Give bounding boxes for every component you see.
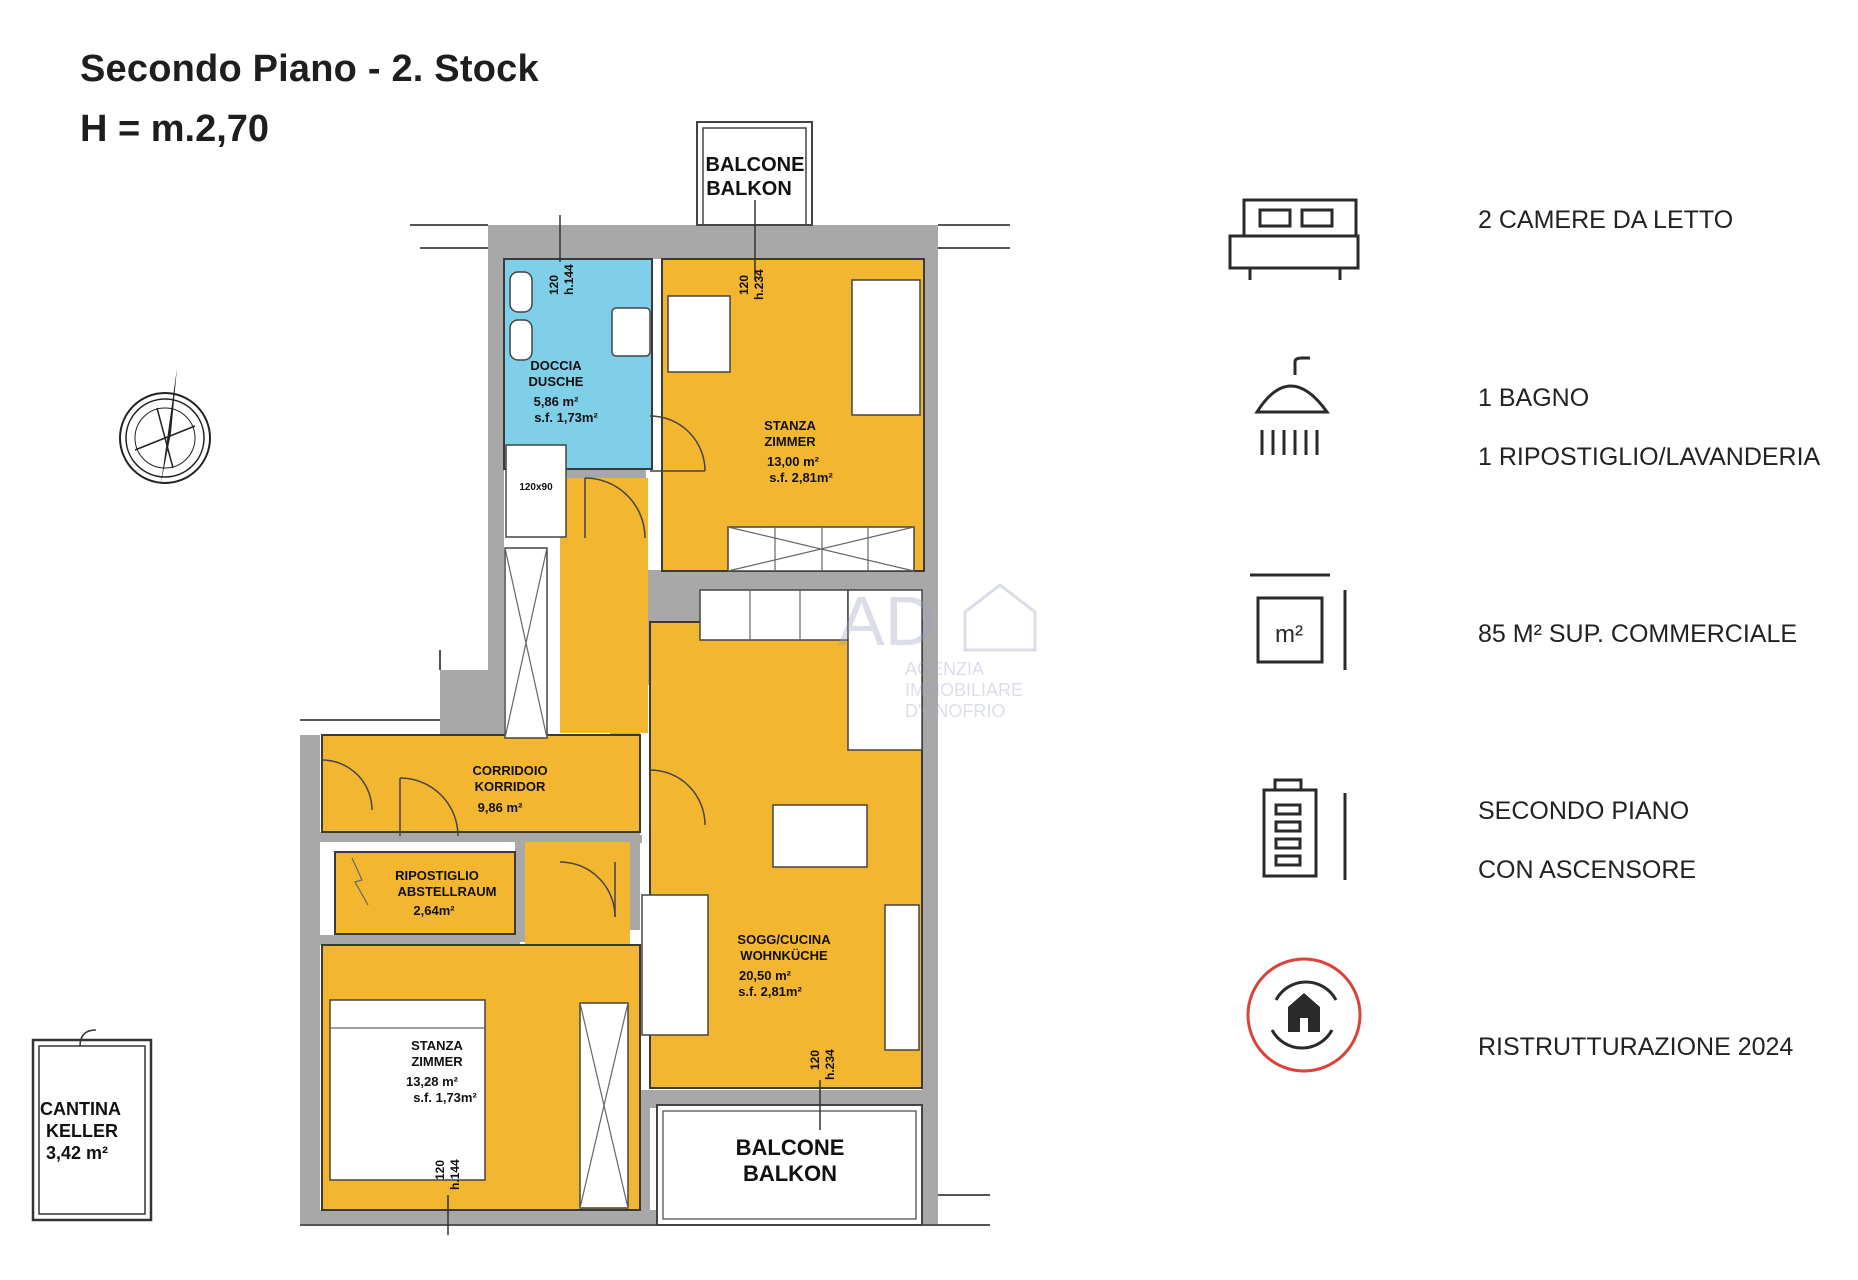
bath-window-width: 120 xyxy=(547,275,561,295)
room1-label-2: ZIMMER xyxy=(764,434,816,449)
bath-sf: s.f. 1,73m² xyxy=(534,410,598,425)
storage-area: 2,64m² xyxy=(413,903,455,918)
cellar-label-1: CANTINA xyxy=(40,1099,121,1119)
living-window-width: 120 xyxy=(808,1050,822,1070)
lift-text: CON ASCENSORE xyxy=(1478,856,1697,884)
watermark-logo: AD AGENZIA IMMOBILIARE D'ONOFRIO xyxy=(838,582,1037,721)
walls xyxy=(300,225,938,1226)
watermark-letters: AD xyxy=(838,582,935,660)
room2-sf: s.f. 1,73m² xyxy=(413,1090,477,1105)
balcony-top-label-2: BALKON xyxy=(706,178,792,200)
sofa xyxy=(641,894,709,1036)
bidet xyxy=(509,319,533,361)
compass-icon xyxy=(119,368,211,484)
watermark-line-1: AGENZIA xyxy=(905,659,984,679)
elevator-icon xyxy=(1262,778,1347,880)
corridor-area xyxy=(560,478,648,733)
bedrooms-text: 2 CAMERE DA LETTO xyxy=(1478,206,1734,234)
room1-sf: s.f. 2,81m² xyxy=(769,470,833,485)
living-area: 20,50 m² xyxy=(739,968,792,983)
balcony-top: BALCONE BALKON xyxy=(696,121,813,280)
shower-tray xyxy=(505,444,567,538)
bath-label-1: DOCCIA xyxy=(530,358,582,373)
bath-text: 1 BAGNO xyxy=(1478,384,1590,412)
bath-area: 5,86 m² xyxy=(534,394,579,409)
area-icon: m² xyxy=(1250,573,1347,670)
balcony-top-label-1: BALCONE xyxy=(706,154,805,176)
shower-size: 120x90 xyxy=(519,482,553,493)
watermark-line-3: D'ONOFRIO xyxy=(905,701,1005,721)
double-bed xyxy=(329,999,486,1181)
bed-icon xyxy=(1228,198,1360,280)
room1-window-width: 120 xyxy=(737,275,751,295)
cellar-area: 3,42 m² xyxy=(46,1143,108,1163)
dining-table xyxy=(772,804,868,868)
living-sf: s.f. 2,81m² xyxy=(738,984,802,999)
room1-area: 13,00 m² xyxy=(767,454,820,469)
balcony-bottom: BALCONE BALKON xyxy=(656,1104,923,1226)
storage-label-2: ABSTELLRAUM xyxy=(398,884,497,899)
floor-text: SECONDO PIANO xyxy=(1478,797,1690,825)
cellar-label-2: KELLER xyxy=(46,1121,118,1141)
room1-label-1: STANZA xyxy=(764,418,816,433)
storage-text: 1 RIPOSTIGLIO/LAVANDERIA xyxy=(1478,443,1821,471)
corridor-label-2: KORRIDOR xyxy=(475,779,546,794)
storage-label-1: RIPOSTIGLIO xyxy=(395,868,479,883)
corridor-area: 9,86 m² xyxy=(478,800,523,815)
door-swings xyxy=(321,415,706,918)
bath-label-2: DUSCHE xyxy=(529,374,584,389)
area-text: 85 M² SUP. COMMERCIALE xyxy=(1478,620,1798,648)
floor-title: Secondo Piano - 2. Stock xyxy=(80,48,539,90)
living-label-1: SOGG/CUCINA xyxy=(737,932,831,947)
watermark-line-2: IMMOBILIARE xyxy=(905,680,1023,700)
area-icon-label: m² xyxy=(1275,621,1303,648)
room1-window-height: h.234 xyxy=(752,269,766,300)
corridor-label-1: CORRIDOIO xyxy=(472,763,547,778)
balcony-bottom-label-1: BALCONE xyxy=(736,1135,845,1160)
room-outlines xyxy=(300,224,1010,1226)
ceiling-height: H = m.2,70 xyxy=(80,108,270,150)
room2-area: 13,28 m² xyxy=(406,1074,459,1089)
renovation-text: RISTRUTTURAZIONE 2024 xyxy=(1478,1033,1794,1061)
living-label-2: WOHNKÜCHE xyxy=(740,948,828,963)
shower-icon xyxy=(1254,356,1330,455)
room2-window-width: 120 xyxy=(433,1160,447,1180)
storage-area xyxy=(335,852,515,934)
room2-label-1: STANZA xyxy=(411,1038,463,1053)
room2-label-2: ZIMMER xyxy=(411,1054,463,1069)
living-window-height: h.234 xyxy=(823,1049,837,1080)
cellar: CANTINA KELLER 3,42 m² xyxy=(31,1029,153,1222)
bath-window-height: h.144 xyxy=(562,264,576,295)
toilet xyxy=(509,271,533,313)
room2-window-height: h.144 xyxy=(448,1159,462,1190)
washbasin xyxy=(611,307,651,357)
balcony-bottom-label-2: BALKON xyxy=(743,1161,837,1186)
renovation-icon xyxy=(1246,957,1362,1073)
